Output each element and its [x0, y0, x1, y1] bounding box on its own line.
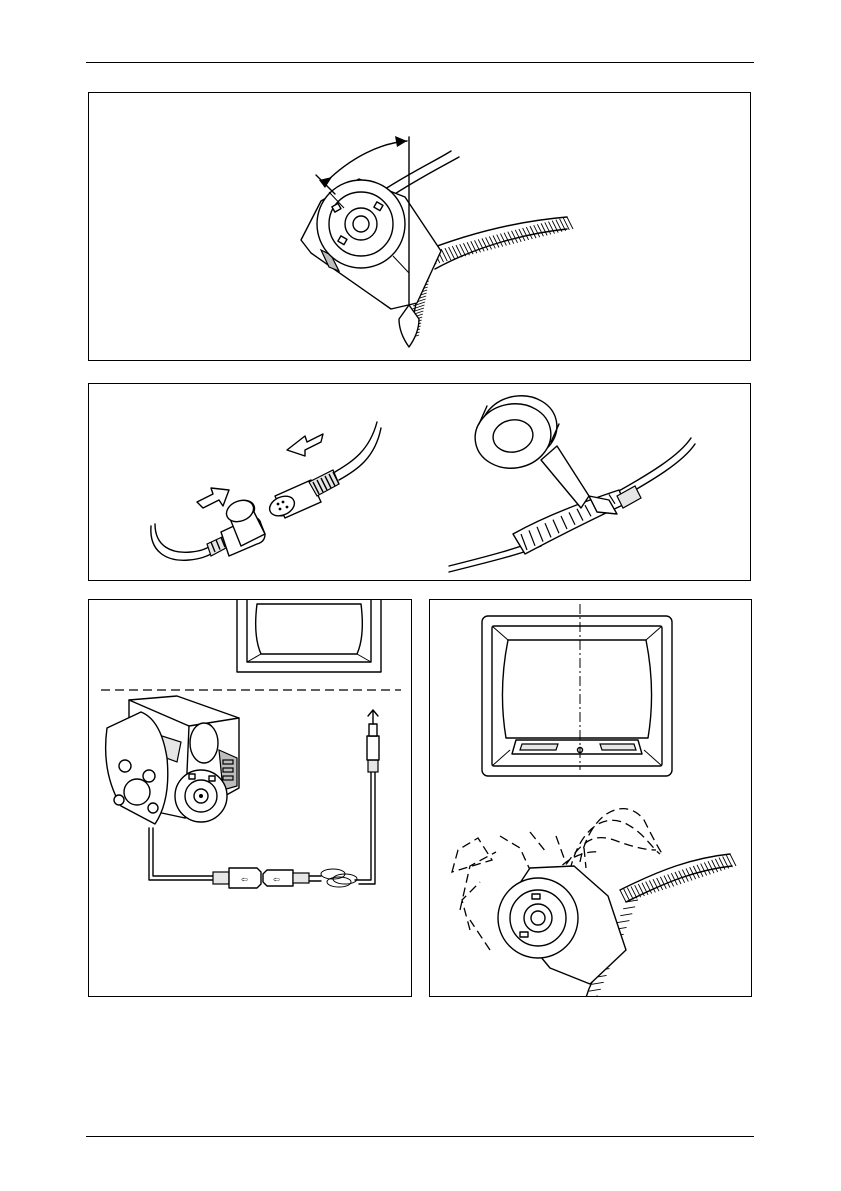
footer-rule	[86, 1136, 754, 1137]
up-arrow-icon	[368, 710, 378, 724]
header-rule	[86, 62, 754, 63]
camera-cable	[379, 151, 451, 193]
camera-cable	[149, 828, 213, 880]
svg-text:⇦: ⇦	[273, 875, 280, 884]
figure-plug-connection	[88, 383, 751, 581]
plug-connection	[151, 422, 381, 560]
plumb-bob-icon	[399, 305, 419, 347]
figure-camera-tilt-adjustment	[88, 92, 751, 361]
camera-lens-icon	[353, 216, 369, 232]
camera-unit	[106, 696, 239, 824]
figure-camera-cable-to-monitor: ⇦ ⇦	[88, 599, 412, 997]
monitor-front	[482, 604, 672, 776]
push-arrow-left-icon	[287, 434, 323, 456]
insulation-tape-wrap	[449, 390, 695, 572]
monitor	[237, 600, 381, 672]
push-arrow-right-icon	[197, 488, 229, 508]
figure-monitor-alignment-and-swivel-range	[429, 599, 752, 997]
camera-lens-icon	[531, 911, 545, 925]
vehicle-wall	[407, 217, 573, 339]
svg-text:⇦: ⇦	[241, 875, 248, 884]
